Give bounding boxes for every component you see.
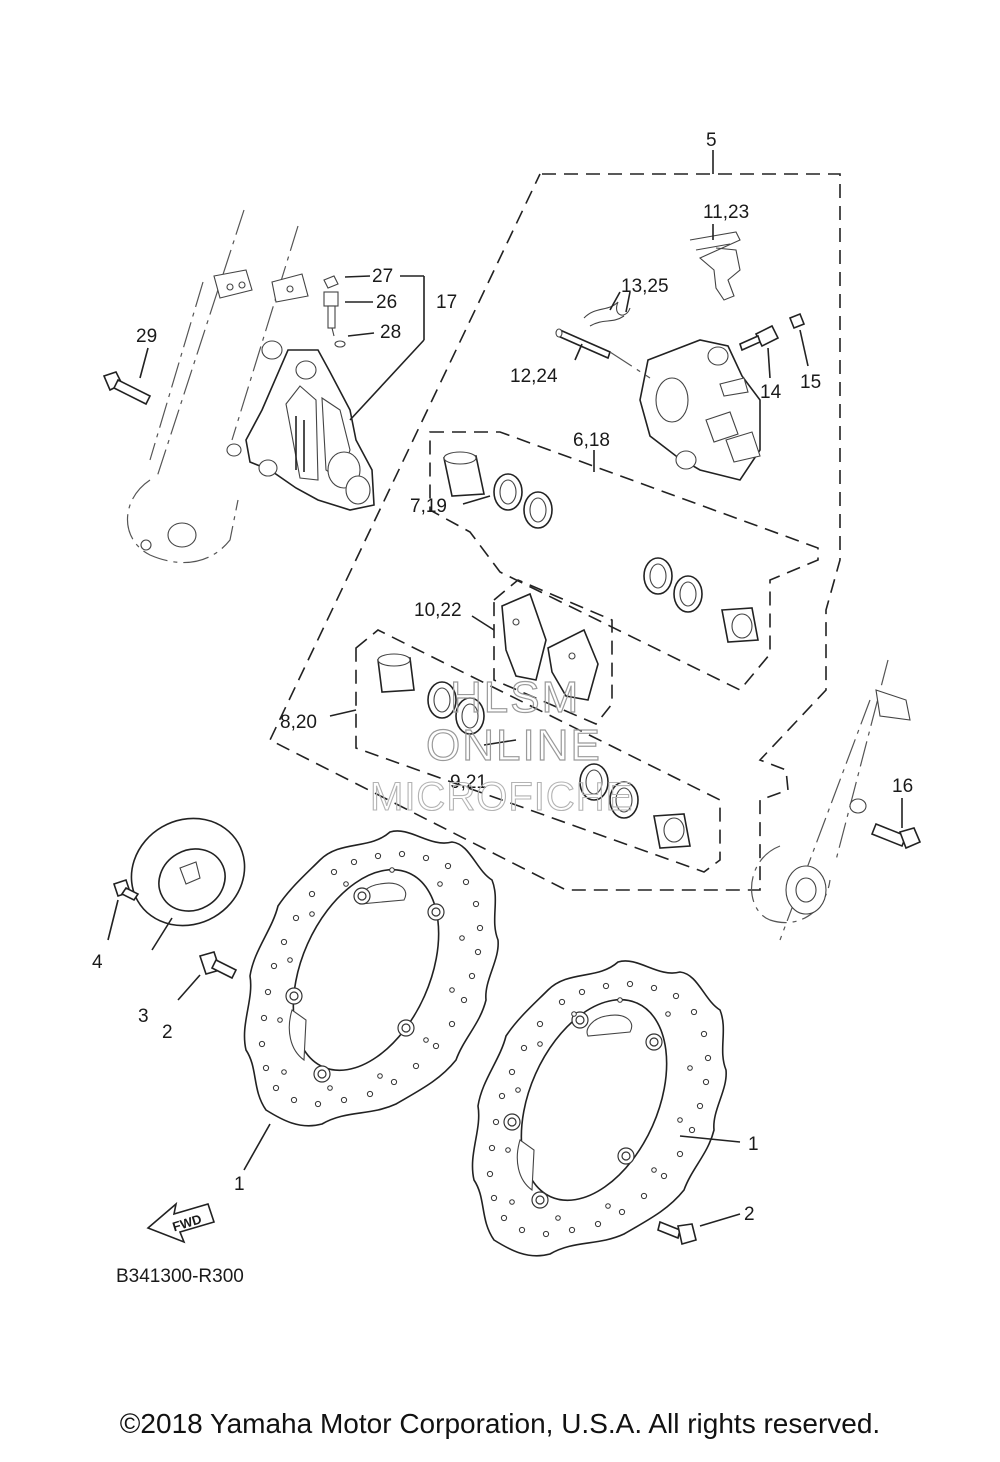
pistons-upper	[443, 451, 759, 643]
watermark-line-3: MICROFICHE	[370, 775, 633, 819]
callout-10-22: 10,22	[414, 600, 462, 621]
screw-2b	[657, 1213, 741, 1246]
callout-12-24: 12,24	[510, 366, 558, 387]
left-brake-caliper	[245, 349, 375, 511]
leader-lines-right	[574, 224, 809, 379]
seal-kit-lower-box	[329, 629, 721, 873]
brake-pads	[501, 592, 599, 701]
callout-27: 27	[372, 266, 393, 287]
copyright-notice: ©2018 Yamaha Motor Corporation, U.S.A. A…	[119, 1408, 881, 1439]
right-brake-caliper	[639, 339, 761, 481]
seal-kit-box	[429, 431, 819, 691]
callout-1b: 1	[748, 1134, 759, 1155]
callout-2a: 2	[162, 1022, 173, 1043]
diagram-code: B341300-R300	[116, 1266, 244, 1287]
watermark-line-2: ONLINE	[426, 721, 602, 770]
callout-3: 3	[138, 1006, 149, 1027]
caliper-assembly-box	[268, 150, 841, 891]
bleeder-screw-set	[323, 275, 346, 348]
callout-4: 4	[92, 952, 103, 973]
callout-2b: 2	[744, 1204, 755, 1225]
leader-lines-left	[139, 275, 425, 421]
watermark-line-1: HLSM	[450, 673, 580, 722]
bolt-16	[870, 798, 922, 850]
brake-disc-right	[471, 960, 741, 1257]
bleeder-14	[739, 324, 780, 352]
callout-7-19: 7,19	[410, 496, 447, 517]
callout-15: 15	[800, 372, 821, 393]
callout-5: 5	[706, 130, 717, 151]
callout-9-21: 9,21	[450, 772, 487, 793]
pin-clip	[583, 301, 631, 327]
screw-4	[107, 878, 140, 941]
callout-labels: 5 11,23 13,25 27 26 17 28 29 12,24 14 15…	[92, 130, 913, 1287]
pad-spring	[689, 231, 741, 301]
callout-11-23: 11,23	[703, 202, 749, 223]
callout-8-20: 8,20	[280, 712, 317, 733]
watermark: HLSM ONLINE MICROFICHE	[369, 672, 633, 819]
fwd-arrow-icon: FWD	[146, 1201, 216, 1244]
bolt-29	[102, 371, 152, 406]
pistons-lower	[377, 653, 691, 849]
callout-16: 16	[892, 776, 913, 797]
callout-29: 29	[136, 326, 157, 347]
pad-pin	[555, 328, 611, 360]
callout-13-25: 13,25	[621, 276, 669, 297]
callout-1a: 1	[234, 1174, 245, 1195]
callout-14: 14	[760, 382, 782, 403]
callout-28: 28	[380, 322, 401, 343]
brake-disc-left	[243, 830, 499, 1171]
sensor-rotor	[130, 817, 246, 951]
callout-6-18: 6,18	[573, 430, 610, 451]
screw-2a	[177, 951, 238, 1001]
left-fork-leg	[127, 209, 309, 564]
callout-26: 26	[376, 292, 397, 313]
cap-15	[788, 312, 806, 330]
callout-17: 17	[436, 292, 457, 313]
pad-kit-box	[471, 579, 613, 725]
right-fork-leg	[751, 659, 911, 941]
